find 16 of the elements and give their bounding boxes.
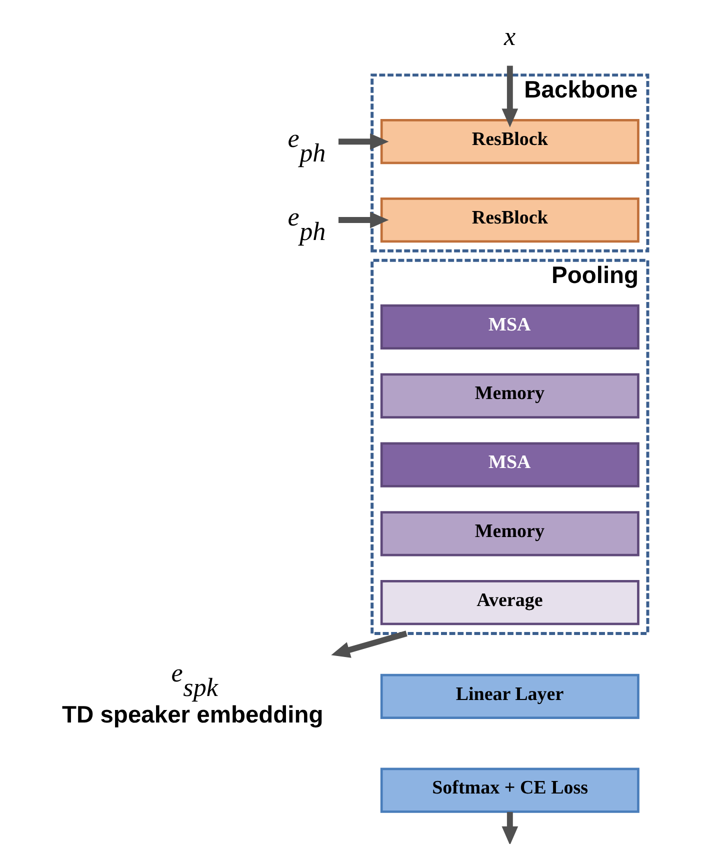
node-box: Average (380, 580, 640, 626)
node-text: x (504, 22, 516, 51)
node-box: MSA (380, 304, 640, 350)
node-box: ResBlock (380, 197, 640, 243)
arrow (331, 630, 408, 658)
arrow (502, 66, 518, 128)
node-label: TD speaker embedding (62, 702, 324, 729)
node-box: Softmax + CE Loss (380, 768, 640, 813)
arrow (338, 133, 389, 150)
node-box: Linear Layer (380, 674, 640, 720)
node-box: Memory (380, 373, 640, 418)
arrow (338, 212, 389, 228)
node-box: ResBlock (380, 119, 640, 164)
arrow (502, 812, 518, 844)
node-box: Memory (380, 511, 640, 556)
node-box: MSA (380, 442, 640, 488)
